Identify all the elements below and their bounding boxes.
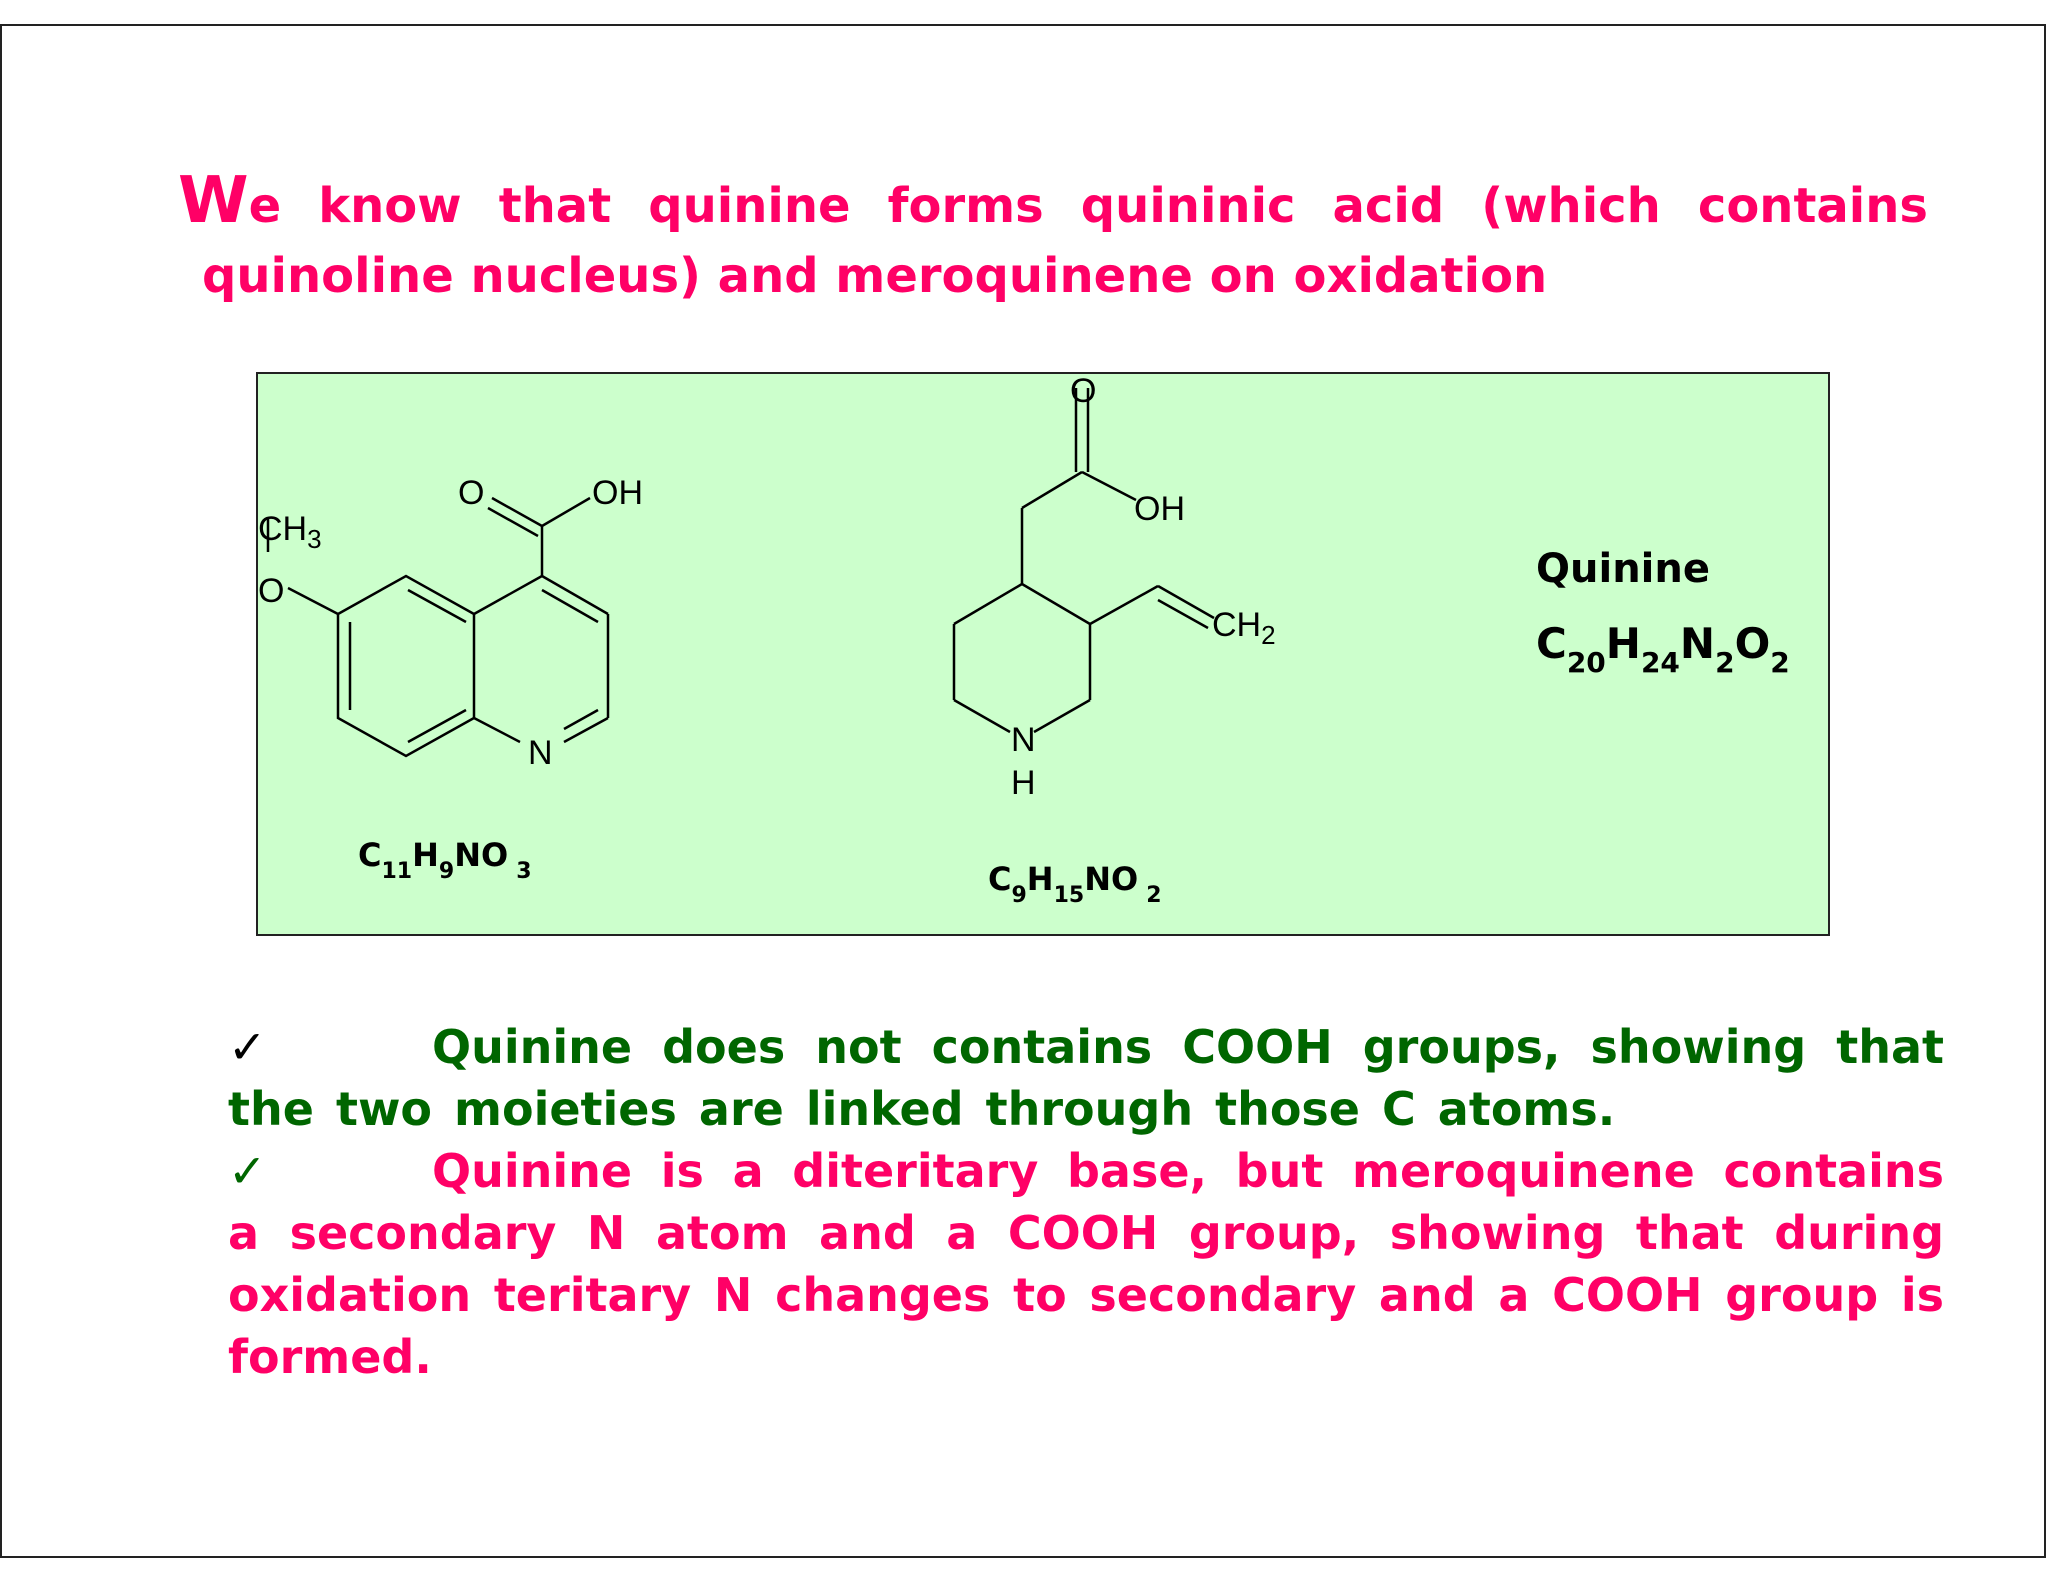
quininic-ether-o-label: O — [258, 572, 284, 610]
slide-heading: We know that quinine forms quininic acid… — [178, 166, 1928, 311]
observation-1: ✓Quinine does not contains COOH groups, … — [228, 1016, 1944, 1140]
quininic-methyl-label: CH3 — [258, 510, 322, 554]
observations: ✓Quinine does not contains COOH groups, … — [228, 1016, 1944, 1388]
meroquinene-ring-h-label: H — [1011, 764, 1036, 802]
quinine-name: Quinine — [1536, 546, 1710, 592]
observation-1-text: Quinine does not contains COOH groups, s… — [228, 1020, 1944, 1136]
checkmark-icon: ✓ — [228, 1020, 267, 1074]
meroquinene-hydroxyl-label: OH — [1134, 490, 1185, 528]
observation-2-text: Quinine is a diteritary base, but meroqu… — [228, 1144, 1944, 1384]
quininic-ring-n-label: N — [528, 734, 553, 772]
heading-line-2: quinoline nucleus) and meroquinene on ox… — [202, 248, 1548, 304]
meroquinene-vinyl-label: CH2 — [1212, 606, 1276, 650]
quininic-acid-structure — [266, 496, 610, 758]
checkmark-icon: ✓ — [228, 1144, 267, 1198]
quininic-carbonyl-o-label: O — [458, 474, 484, 512]
meroquinene-structure — [952, 388, 1215, 734]
slide: We know that quinine forms quininic acid… — [0, 24, 2046, 1558]
observation-2: ✓Quinine is a diteritary base, but meroq… — [228, 1140, 1944, 1388]
quinine-formula: C20H24N2O2 — [1536, 619, 1790, 679]
heading-initial: W — [178, 164, 249, 238]
quininic-hydroxyl-label: OH — [592, 474, 643, 512]
meroquinene-carbonyl-o-label: O — [1070, 374, 1096, 410]
meroquinene-ring-n-label: N — [1011, 721, 1036, 759]
heading-line-1: We know that quinine forms quininic acid… — [178, 166, 1928, 241]
heading-line-1-rest: e know that quinine forms quininic acid … — [248, 178, 1928, 234]
